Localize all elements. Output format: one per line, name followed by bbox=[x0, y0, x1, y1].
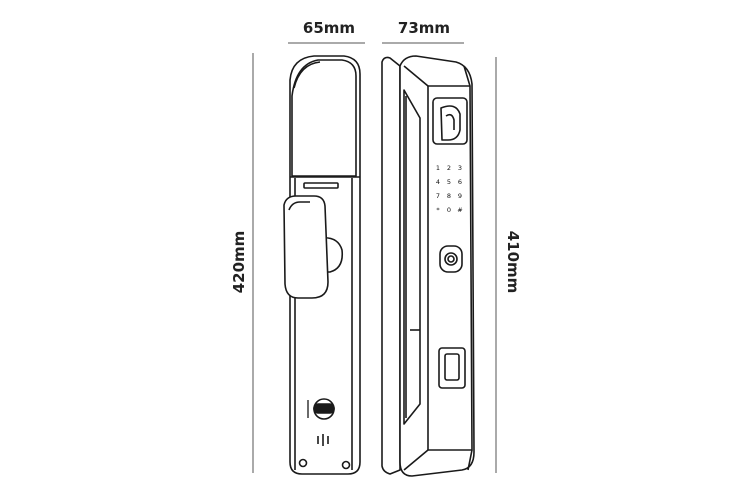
side-back-plate bbox=[381, 56, 401, 475]
keypad-key-3: 3 bbox=[458, 164, 462, 172]
front-width-label: 65mm bbox=[303, 19, 355, 37]
speaker-vent bbox=[317, 434, 329, 446]
keypad-key-star: * bbox=[436, 206, 440, 214]
keypad-key-hash: # bbox=[457, 206, 462, 214]
screw-left bbox=[298, 458, 308, 468]
front-top-panel bbox=[291, 59, 357, 177]
keypad-key-1: 1 bbox=[436, 164, 440, 172]
keypad-key-0: 0 bbox=[447, 206, 451, 214]
front-height-label: 420mm bbox=[230, 231, 248, 294]
keypad-key-6: 6 bbox=[458, 178, 462, 186]
screw-right bbox=[341, 460, 351, 470]
side-width-label: 73mm bbox=[398, 19, 450, 37]
keypad-key-8: 8 bbox=[447, 192, 451, 200]
fingerprint-icon bbox=[444, 252, 458, 266]
keypad-key-5: 5 bbox=[447, 178, 451, 186]
keypad-key-9: 9 bbox=[458, 192, 462, 200]
keypad-key-2: 2 bbox=[447, 164, 451, 172]
camera-window bbox=[432, 97, 468, 145]
side-recess-panel bbox=[403, 89, 421, 425]
side-view-lock bbox=[381, 55, 475, 477]
side-height-label: 410mm bbox=[504, 231, 522, 294]
card-slot bbox=[303, 182, 339, 189]
keypad-key-7: 7 bbox=[436, 192, 440, 200]
keypad-key-4: 4 bbox=[436, 178, 440, 186]
lever-handle bbox=[283, 195, 329, 299]
dimension-lines bbox=[252, 42, 497, 473]
front-view-lock bbox=[283, 55, 361, 475]
